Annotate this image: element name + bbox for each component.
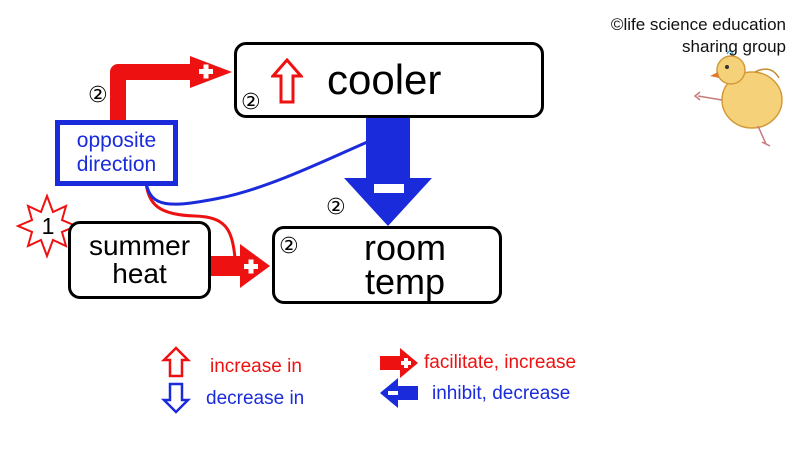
- opposite-line-1: opposite: [76, 129, 157, 152]
- node-cooler: ② cooler: [234, 42, 544, 118]
- legend-facilitate-label: facilitate, increase: [424, 352, 577, 373]
- room-line-2: temp: [364, 261, 446, 302]
- facilitate-arrow-heat-to-room: [210, 244, 270, 288]
- room-line-1: room: [363, 227, 447, 268]
- legend-inhibit-label: inhibit, decrease: [432, 383, 571, 404]
- legend-facilitate-icon: [380, 348, 418, 378]
- credit-line-1: ©life science education: [610, 15, 786, 34]
- opposite-step-number: ②: [88, 82, 108, 107]
- legend-decrease-icon: [160, 382, 192, 414]
- node-room-temp: ② room temp: [272, 226, 502, 304]
- opposite-to-heat-arrow-curve: [144, 181, 237, 259]
- opposite-to-cooler-arrow-curve: [144, 138, 373, 206]
- legend-increase-label: increase in: [210, 356, 302, 377]
- cooler-increase-icon: [271, 58, 303, 104]
- summer-step-number: 1: [41, 213, 55, 239]
- legend-inhibit-icon: [380, 378, 418, 408]
- legend-increase-icon: [160, 346, 192, 378]
- inhibit-arrow-step-number: ②: [326, 194, 346, 219]
- facilitate-arrow-opposite-to-cooler: [110, 56, 232, 120]
- node-summer-heat: summer heat: [68, 221, 211, 299]
- room-label: room temp: [305, 229, 505, 301]
- opposite-line-2: direction: [76, 153, 157, 176]
- cooler-label: cooler: [327, 56, 442, 103]
- burst-icon: [15, 193, 79, 259]
- credit-line-2: sharing group: [682, 37, 786, 56]
- summer-line-2: heat: [112, 258, 167, 289]
- room-step-number: ②: [279, 233, 299, 258]
- credit-text: ©life science education sharing group: [611, 14, 786, 58]
- inhibit-arrow-cooler-to-room: [344, 118, 432, 226]
- legend-decrease-label: decrease in: [206, 388, 305, 409]
- chick-illustration: [693, 50, 783, 147]
- summer-line-1: summer: [88, 230, 191, 261]
- cooler-step-number: ②: [241, 89, 261, 114]
- node-opposite-direction: opposite direction: [55, 120, 178, 186]
